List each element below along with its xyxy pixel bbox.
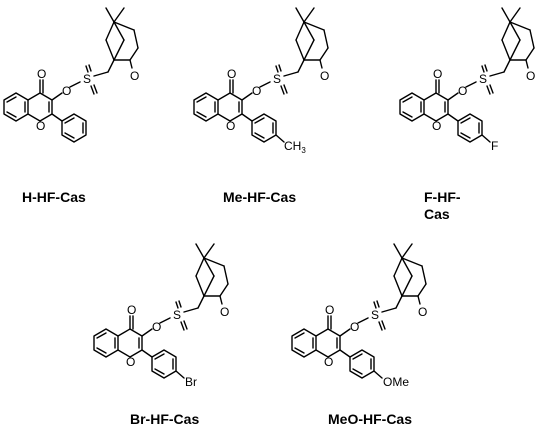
ester-oxygen: O xyxy=(152,320,161,334)
sulfur-atom: S xyxy=(479,72,487,86)
sulfur-atom: S xyxy=(273,72,281,86)
camphor-ketone-oxygen: O xyxy=(220,305,229,319)
carbonyl-oxygen: O xyxy=(227,67,236,81)
ring-oxygen: O xyxy=(324,355,333,369)
ester-oxygen: O xyxy=(350,320,359,334)
compound-me-hf-cas: O O O S O CH3 xyxy=(193,7,329,155)
sulfur-atom: S xyxy=(371,308,379,322)
ester-oxygen: O xyxy=(458,84,467,98)
camphor-ketone-oxygen: O xyxy=(320,69,329,83)
ring-oxygen: O xyxy=(126,355,135,369)
ester-oxygen: O xyxy=(62,84,71,98)
compound-label-br-hf-cas: Br-HF-Cas xyxy=(130,411,199,427)
compound-label-h-hf-cas: H-HF-Cas xyxy=(22,189,86,205)
compound-f-hf-cas: O O O S O F xyxy=(399,7,535,153)
methyl-substituent: CH3 xyxy=(284,139,306,155)
fluoro-substituent: F xyxy=(491,139,498,153)
compound-h-hf-cas: O O O S O xyxy=(3,7,139,143)
bromo-substituent: Br xyxy=(185,375,197,389)
carbonyl-oxygen: O xyxy=(433,67,442,81)
ring-oxygen: O xyxy=(36,119,45,133)
compound-label-meo-hf-cas: MeO-HF-Cas xyxy=(328,411,412,427)
sulfur-atom: S xyxy=(83,72,91,86)
camphor-ketone-oxygen: O xyxy=(418,305,427,319)
camphor-ketone-oxygen: O xyxy=(130,69,139,83)
methoxy-substituent: OMe xyxy=(383,375,409,389)
compound-meo-hf-cas: O O O S O OMe xyxy=(291,243,427,389)
compound-label-f-hf-cas-line1: F-HF- xyxy=(424,189,461,205)
ring-oxygen: O xyxy=(226,119,235,133)
carbonyl-oxygen: O xyxy=(127,303,136,317)
carbonyl-oxygen: O xyxy=(325,303,334,317)
camphor-ketone-oxygen: O xyxy=(526,69,535,83)
sulfur-atom: S xyxy=(173,308,181,322)
ring-oxygen: O xyxy=(432,119,441,133)
compound-label-f-hf-cas-line2: Cas xyxy=(424,206,450,222)
carbonyl-oxygen: O xyxy=(37,67,46,81)
ester-oxygen: O xyxy=(252,84,261,98)
compound-label-me-hf-cas: Me-HF-Cas xyxy=(223,189,296,205)
compound-br-hf-cas: O O O S O Br xyxy=(93,243,229,389)
